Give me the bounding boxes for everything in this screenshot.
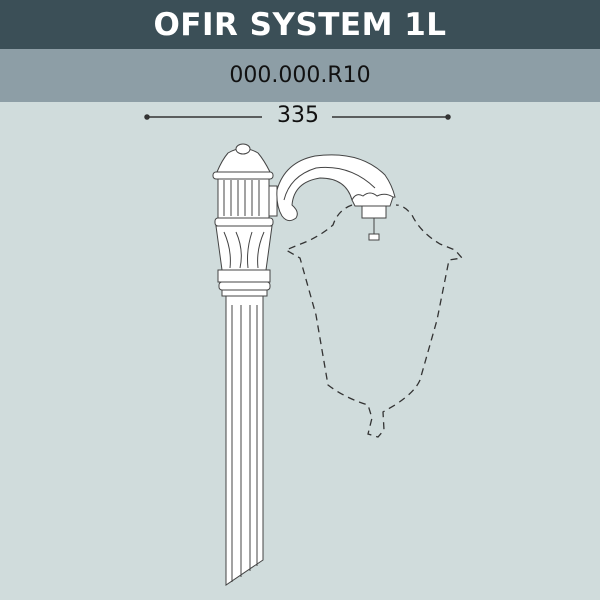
code-band: 000.000.R10 — [0, 49, 600, 102]
width-dimension-label: 335 — [277, 103, 319, 128]
lantern-outline-icon — [284, 204, 464, 438]
width-dimension-line — [144, 114, 451, 120]
title-band: OFIR SYSTEM 1L — [0, 0, 600, 49]
product-title: OFIR SYSTEM 1L — [153, 6, 447, 43]
post-icon — [212, 143, 278, 586]
product-code: 000.000.R10 — [229, 63, 371, 88]
arm-bracket-icon — [276, 154, 396, 241]
